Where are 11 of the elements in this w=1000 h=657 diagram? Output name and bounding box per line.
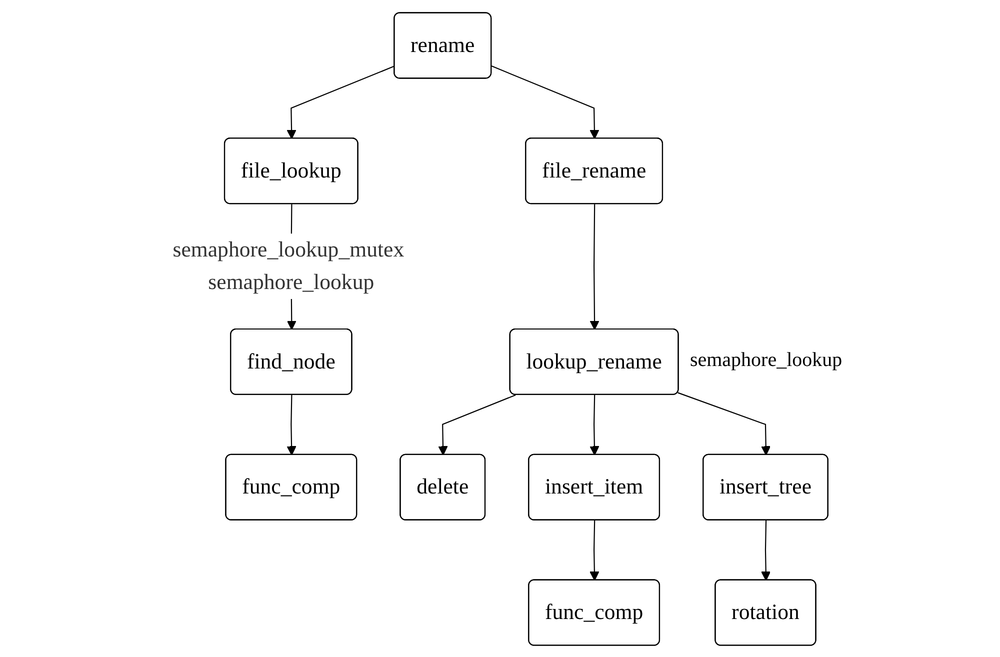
arrow bbox=[760, 520, 770, 580]
arrow bbox=[589, 520, 599, 580]
arrow bbox=[677, 392, 770, 455]
node-note: semaphore_lookup bbox=[690, 349, 842, 372]
arrow bbox=[438, 394, 516, 455]
arrow bbox=[286, 65, 395, 139]
edge-label: semaphore_lookup_mutex semaphore_lookup bbox=[172, 237, 404, 294]
arrow bbox=[589, 204, 600, 330]
arrow bbox=[286, 394, 296, 455]
arrow bbox=[491, 65, 599, 139]
arrow bbox=[589, 394, 599, 455]
